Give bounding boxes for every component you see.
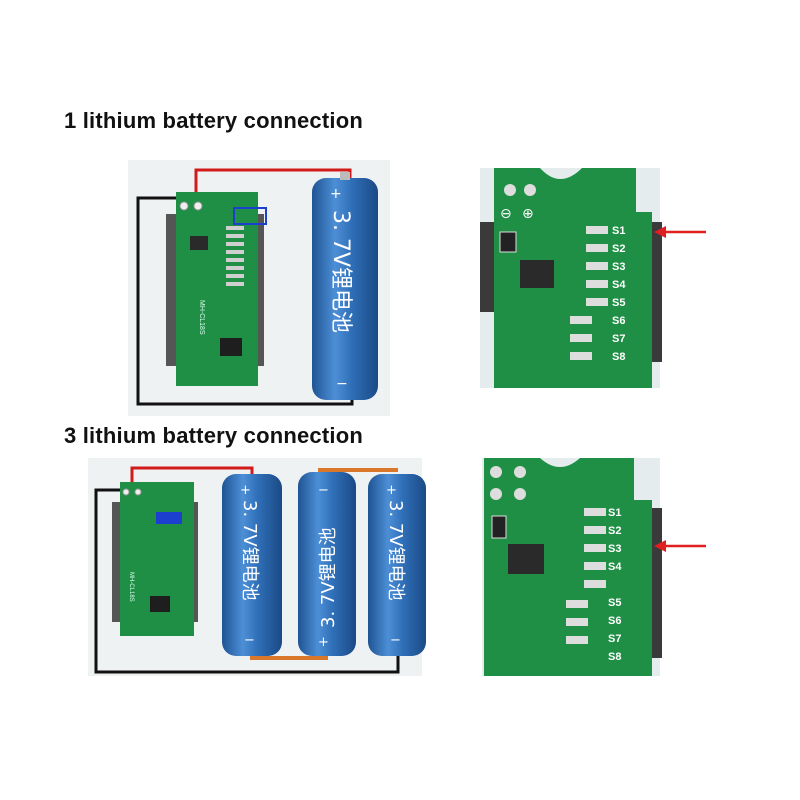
pad-s4: S4 xyxy=(608,561,622,573)
pad-labels-1: S1 S2 S3 S4 S5 S6 S7 S8 xyxy=(612,225,626,363)
pad-s3: S3 xyxy=(612,261,625,273)
terminal-plus-1: ⊕ xyxy=(522,206,534,222)
pad-s6: S6 xyxy=(608,615,621,627)
pad-s6: S6 xyxy=(612,315,625,327)
black-wire-1 xyxy=(136,196,354,406)
pad-s8: S8 xyxy=(608,651,621,663)
battery-2c: + − 3. 7V锂电池 xyxy=(368,474,426,656)
board-model-label-1: MH-CL18S xyxy=(198,300,205,335)
pad-s2: S2 xyxy=(608,525,621,537)
section-2-title: 3 lithium battery connection xyxy=(64,423,363,448)
section-2-wiring: MH-CL18S + − 3. 7V锂电池 − + 3. 7V锂电池 + − 3… xyxy=(88,458,426,676)
battery-2b: − + 3. 7V锂电池 xyxy=(298,472,356,656)
indicator-board-2: MH-CL18S xyxy=(112,482,198,636)
section-1-wiring: MH-CL18S + − 3. 7V锂电池 xyxy=(128,160,390,416)
battery-label-2a: 3. 7V锂电池 xyxy=(239,500,260,601)
terminal-minus-1: ⊖ xyxy=(500,206,512,222)
board-model-label-2: MH-CL18S xyxy=(128,572,134,602)
black-wire-2 xyxy=(94,488,400,674)
battery-1: + − 3. 7V锂电池 xyxy=(312,172,378,400)
battery-minus-2a: − xyxy=(244,633,255,648)
pad-s3: S3 xyxy=(608,543,621,555)
s1-highlight-box xyxy=(233,207,267,225)
pad-s2: S2 xyxy=(612,243,625,255)
pad-labels-2: S1 S2 S3 S4 S5 S6 S7 S8 xyxy=(608,507,622,663)
pad-s7: S7 xyxy=(612,333,625,345)
battery-plus-2c: + xyxy=(386,483,397,498)
battery-minus-2b: − xyxy=(318,483,329,498)
pad-s1: S1 xyxy=(612,225,625,237)
pad-s5: S5 xyxy=(612,297,625,309)
battery-plus-2b: + xyxy=(318,635,329,650)
battery-minus-2c: − xyxy=(390,633,401,648)
pad-s5: S5 xyxy=(608,597,621,609)
battery-label-2b: 3. 7V锂电池 xyxy=(318,527,339,628)
battery-minus-1: − xyxy=(336,376,348,392)
board-closeup-2: S1 S2 S3 S4 S5 S6 S7 S8 xyxy=(482,458,706,676)
s3-highlight-box xyxy=(156,512,182,524)
section-1-title: 1 lithium battery connection xyxy=(64,108,363,133)
pad-s7: S7 xyxy=(608,633,621,645)
board-closeup-1: ⊖ ⊕ S1 S2 S3 S4 S5 S6 S7 S8 xyxy=(480,168,706,388)
arrow-1 xyxy=(654,226,706,238)
battery-label-1: 3. 7V锂电池 xyxy=(328,210,353,333)
battery-2a: + − 3. 7V锂电池 xyxy=(222,474,282,656)
pad-s8: S8 xyxy=(612,351,625,363)
pad-s1: S1 xyxy=(608,507,621,519)
battery-plus-2a: + xyxy=(240,483,251,498)
battery-plus-1: + xyxy=(330,186,342,202)
pad-s4: S4 xyxy=(612,279,626,291)
indicator-board-1: MH-CL18S xyxy=(166,192,267,386)
battery-label-2c: 3. 7V锂电池 xyxy=(385,500,406,601)
arrow-2 xyxy=(654,540,706,552)
